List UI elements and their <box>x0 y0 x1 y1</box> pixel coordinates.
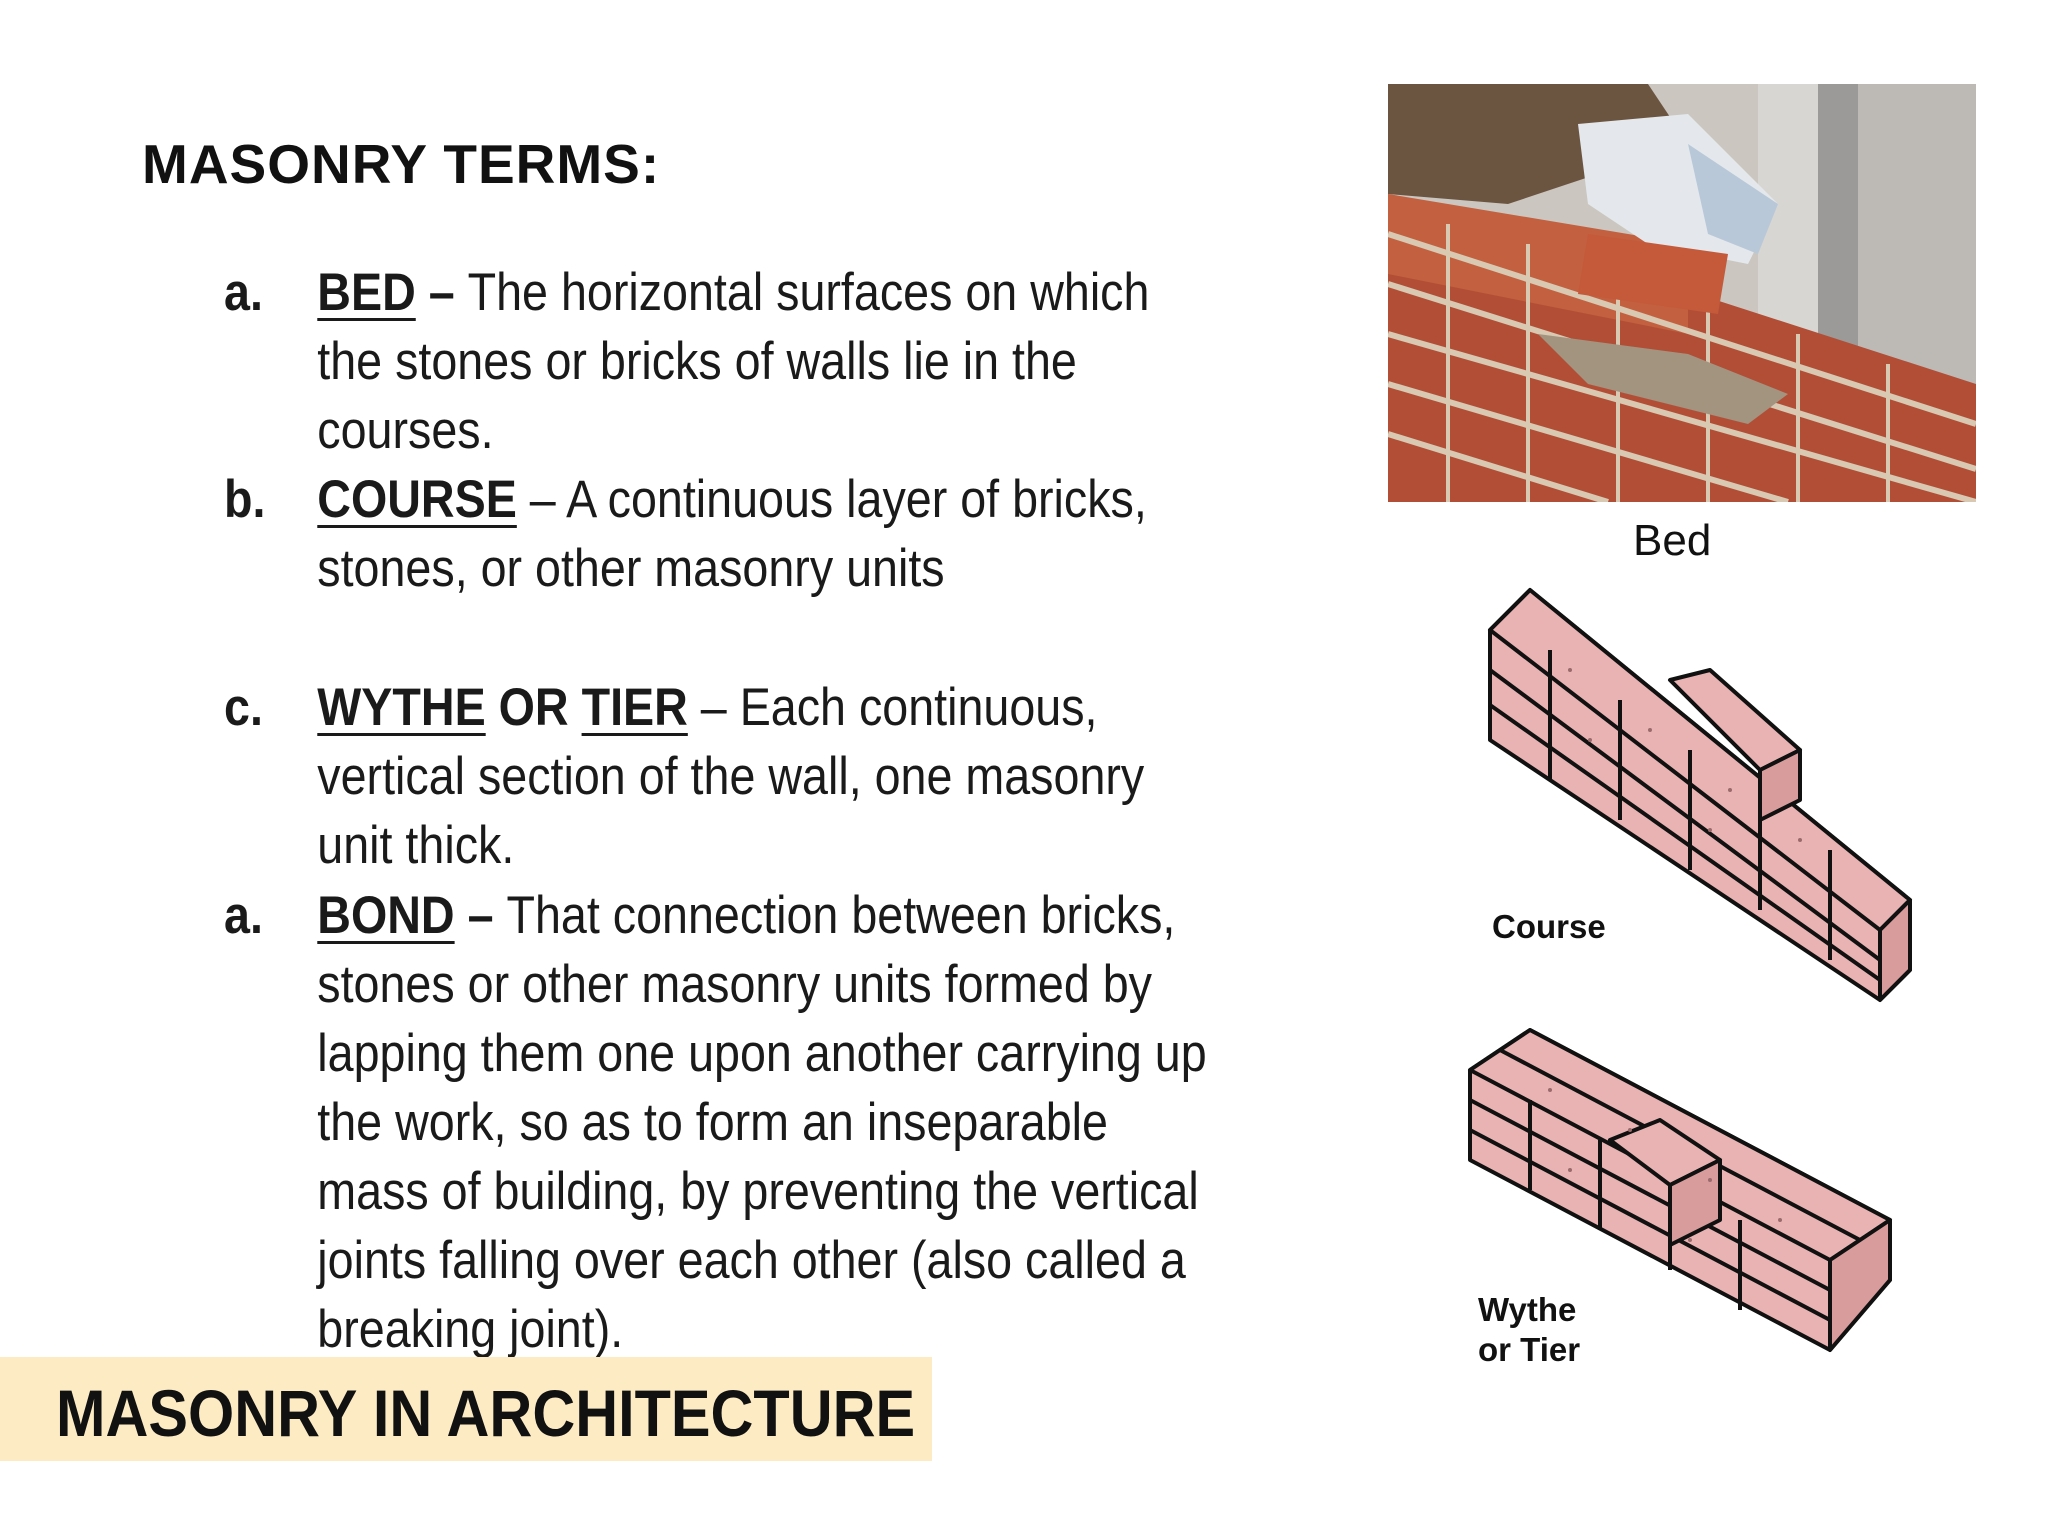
wythe-diagram <box>1468 1028 1892 1352</box>
course-diagram <box>1488 588 1912 1002</box>
term-definition: A continuous layer of bricks, stones, or… <box>317 470 1147 598</box>
term-definition: That connection between bricks, stones o… <box>317 886 1207 1359</box>
term-bed: a. BED – The horizontal surfaces on whic… <box>224 258 1227 465</box>
term-name: BED <box>317 263 416 322</box>
term-course: b. COURSE – A continuous layer of bricks… <box>224 465 1227 603</box>
term-name: BOND <box>317 886 455 945</box>
term-separator: – <box>415 263 468 322</box>
term-name: COURSE <box>317 470 517 529</box>
term-letter: a. <box>224 263 263 322</box>
caption-bed: Bed <box>1633 516 1712 565</box>
term-letter: b. <box>224 470 266 529</box>
page-heading: MASONRY TERMS: <box>142 133 661 195</box>
caption-course: Course <box>1492 908 1606 945</box>
bricklaying-image <box>1388 84 1976 502</box>
caption-wythe-line2: or Tier <box>1478 1331 1581 1368</box>
term-letter: a. <box>224 886 263 945</box>
term-separator: – <box>454 886 507 945</box>
term-wythe: c. WYTHE OR TIER – Each continuous, vert… <box>224 673 1227 880</box>
term-name: WYTHE <box>317 678 486 737</box>
caption-wythe-line1: Wythe <box>1478 1291 1577 1328</box>
term-separator: – <box>687 678 740 737</box>
term-bond: a. BOND – That connection between bricks… <box>224 881 1227 1364</box>
bricklaying-photo <box>1388 84 1976 502</box>
term-or: OR <box>498 678 569 737</box>
term-separator: – <box>516 470 567 529</box>
footer-title: MASONRY IN ARCHITECTURE <box>56 1376 916 1450</box>
term-name-alt: TIER <box>581 678 688 737</box>
footer-banner: MASONRY IN ARCHITECTURE <box>0 1357 932 1461</box>
term-definition: Each continuous, vertical section of the… <box>317 678 1145 875</box>
term-letter: c. <box>224 678 263 737</box>
term-definition: The horizontal surfaces on which the sto… <box>317 263 1150 460</box>
caption-wythe: Wythe or Tier <box>1478 1290 1618 1370</box>
